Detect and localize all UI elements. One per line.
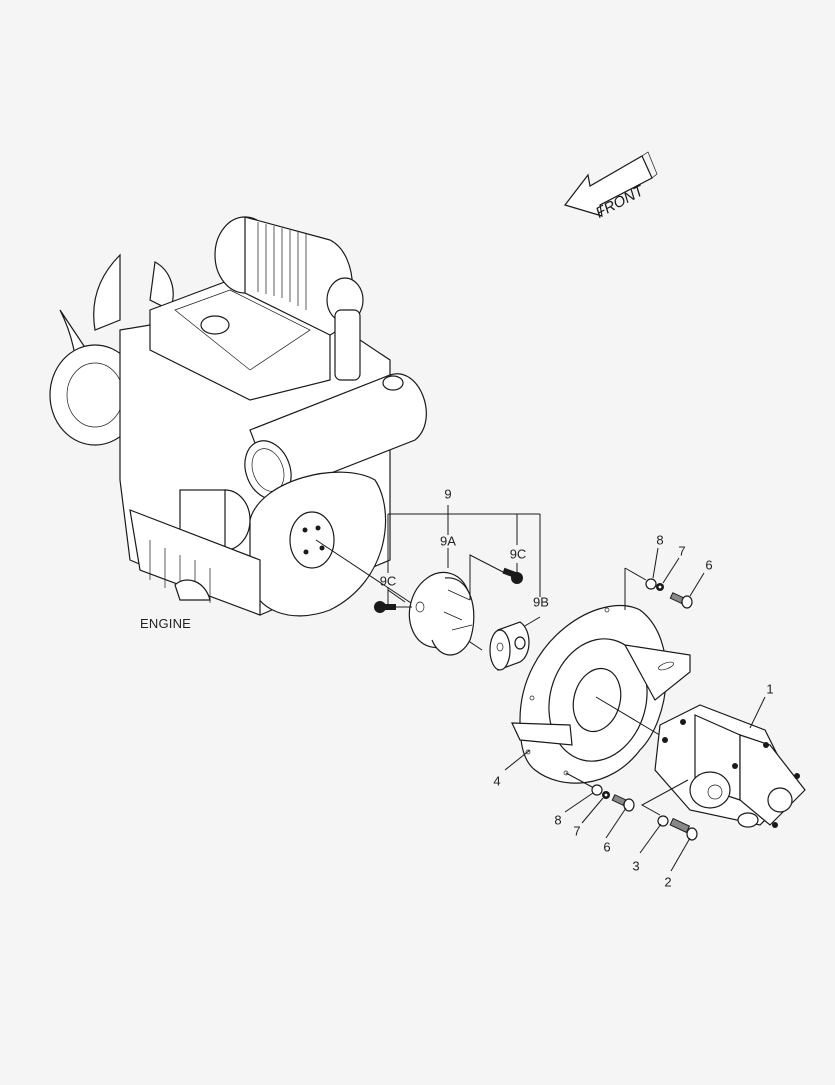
hardware-set-pump: [640, 779, 698, 841]
callout-9C-right: 9C: [509, 546, 527, 562]
bolt-9C-left: [374, 601, 412, 613]
spacer-9B: [489, 621, 530, 671]
bolt-9C-right: [469, 554, 523, 600]
axis-line-pump: [595, 696, 669, 741]
hydraulic-pump-1: [654, 704, 806, 828]
callout-6-bottom: 6: [603, 839, 611, 855]
hardware-set-top: [645, 578, 693, 609]
callout-2: 2: [664, 874, 672, 890]
callout-8-top: 8: [656, 532, 664, 548]
hardware-set-bottom: [565, 772, 635, 812]
callout-8-bottom: 8: [554, 812, 562, 828]
callout-6-top: 6: [705, 557, 713, 573]
callout-9C-left: 9C: [379, 573, 397, 589]
engine-label: ENGINE: [140, 616, 192, 631]
leader-lines: [504, 547, 766, 872]
callout-9: 9: [444, 486, 452, 502]
engine-illustration: [49, 216, 427, 617]
flange-plate-4: [511, 605, 691, 784]
callout-4: 4: [493, 773, 501, 789]
front-arrow-icon: FRONT: [563, 151, 658, 222]
callout-9B: 9B: [533, 594, 549, 610]
callout-7-bottom: 7: [573, 823, 581, 839]
callout-9-bracket: [387, 505, 541, 631]
coupling-9A: [408, 571, 475, 656]
callout-3: 3: [632, 858, 640, 874]
callout-7-top: 7: [678, 543, 686, 559]
callout-9A: 9A: [440, 533, 456, 549]
callout-1: 1: [766, 681, 774, 697]
